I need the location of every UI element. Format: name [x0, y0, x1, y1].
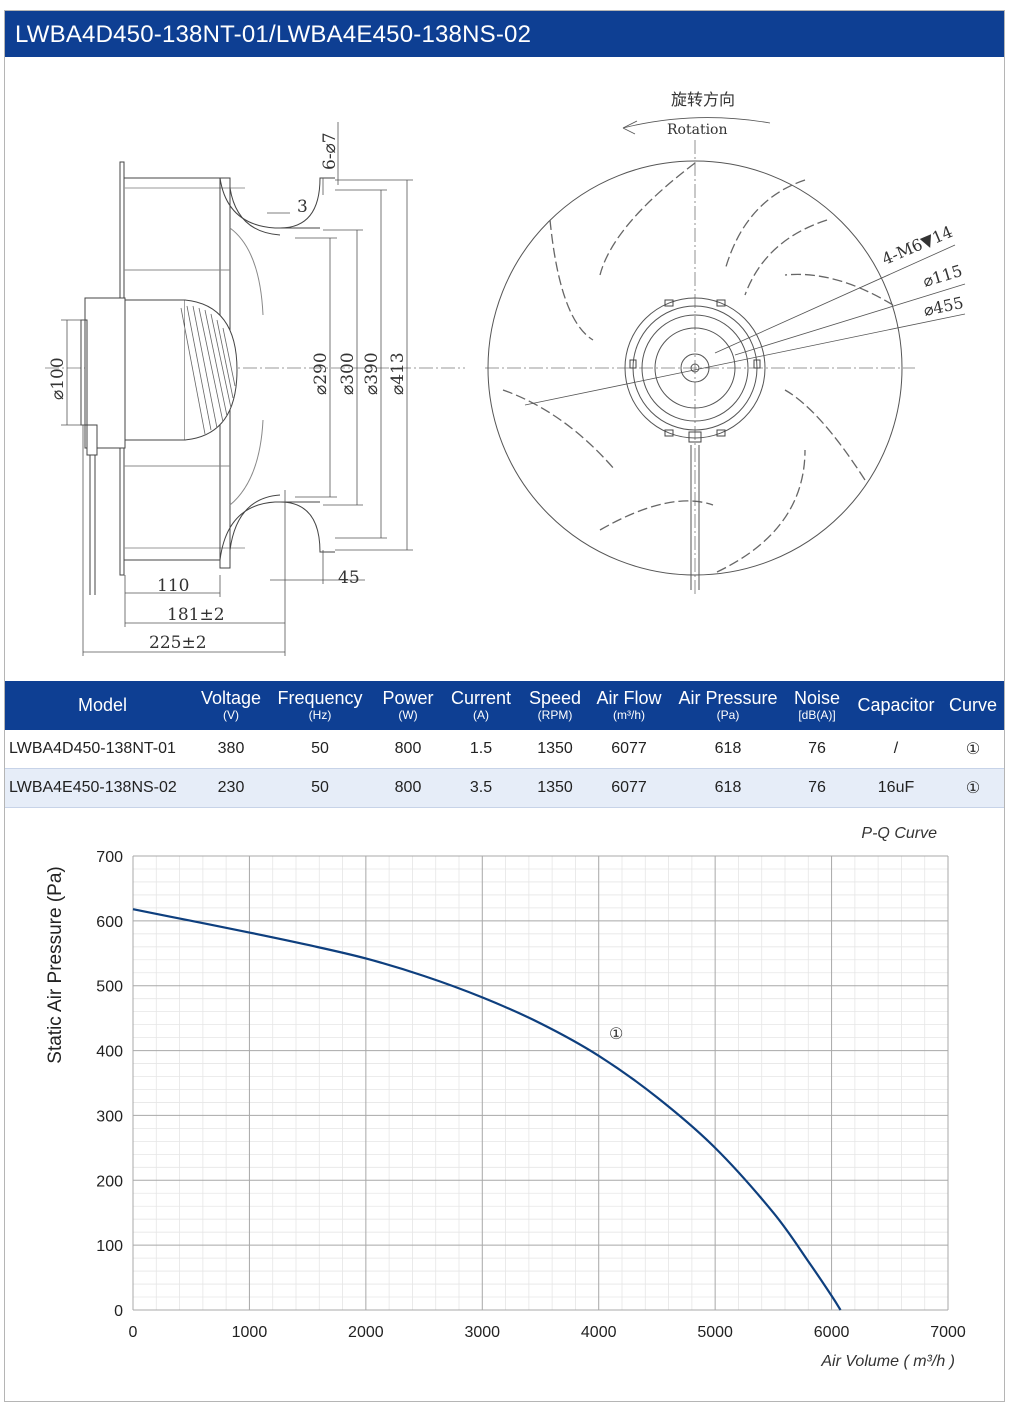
cell-model: LWBA4E450-138NS-02: [5, 768, 200, 808]
col-header: Model: [5, 681, 200, 730]
y-tick-label: 700: [96, 849, 123, 866]
chart-title: P-Q Curve: [861, 825, 937, 842]
x-tick-label: 4000: [581, 1324, 617, 1341]
cell-capacitor: /: [850, 730, 942, 769]
y-tick-label: 100: [96, 1238, 123, 1255]
dim-d390: ⌀390: [362, 352, 382, 395]
col-header: Curve: [942, 681, 1004, 730]
cell-airflow: 6077: [586, 768, 672, 808]
y-tick-label: 0: [114, 1303, 123, 1320]
dim-len181: 181±2: [167, 605, 225, 625]
dim-len45: 45: [338, 568, 360, 588]
title-bar: LWBA4D450-138NT-01/LWBA4E450-138NS-02: [5, 11, 1004, 57]
x-tick-label: 7000: [930, 1324, 966, 1341]
dim-d290: ⌀290: [311, 352, 331, 395]
curve-annotation: ①: [609, 1026, 623, 1043]
cell-pressure: 618: [672, 730, 784, 769]
dim-flange: 3: [297, 197, 308, 217]
x-tick-label: 2000: [348, 1324, 384, 1341]
cell-voltage: 380: [200, 730, 262, 769]
y-tick-labels: 0 100 200 300 400 500 600 700: [96, 849, 123, 1320]
side-view-labels: 6-⌀7 3 ⌀100 ⌀290 ⌀300 ⌀390 ⌀413 110 181±…: [48, 132, 408, 653]
dim-holes: 6-⌀7: [320, 132, 340, 170]
cell-capacitor: 16uF: [850, 768, 942, 808]
spec-table: Model Voltage(V) Frequency(Hz) Power(W) …: [5, 681, 1004, 808]
cell-pressure: 618: [672, 768, 784, 808]
dim-d100: ⌀100: [48, 357, 68, 400]
y-tick-label: 500: [96, 979, 123, 996]
rotation-en: Rotation: [667, 122, 728, 138]
x-tick-label: 0: [129, 1324, 138, 1341]
cell-noise: 76: [784, 768, 850, 808]
cell-frequency: 50: [262, 730, 378, 769]
x-tick-labels: 0 1000 2000 3000 4000 5000 6000 7000: [129, 1324, 966, 1341]
annotation-layer: ①: [609, 1026, 623, 1043]
cell-curve: ①: [942, 768, 1004, 808]
x-axis-label: Air Volume ( m³/h ): [820, 1353, 955, 1370]
table-header-row: Model Voltage(V) Frequency(Hz) Power(W) …: [5, 681, 1004, 730]
series-line: [132, 908, 842, 1311]
col-header: Voltage(V): [200, 681, 262, 730]
dim-d300: ⌀300: [338, 352, 358, 395]
grid-major: [132, 855, 949, 1311]
col-header: Noise[dB(A)]: [784, 681, 850, 730]
dim-len225: 225±2: [149, 633, 207, 653]
grid-minor: [133, 856, 948, 1310]
front-view: [485, 117, 966, 596]
col-header: Current(A): [438, 681, 524, 730]
y-tick-label: 200: [96, 1173, 123, 1190]
cell-power: 800: [378, 730, 438, 769]
y-tick-label: 400: [96, 1044, 123, 1061]
cell-speed: 1350: [524, 768, 586, 808]
cell-frequency: 50: [262, 768, 378, 808]
rotation-cn: 旋转方向: [671, 90, 735, 109]
col-header: Air Flow(m³/h): [586, 681, 672, 730]
front-view-labels: 旋转方向 Rotation 4-M6▼14 ⌀115 ⌀455: [667, 90, 965, 320]
cell-power: 800: [378, 768, 438, 808]
y-tick-label: 600: [96, 914, 123, 931]
col-header: Air Pressure(Pa): [672, 681, 784, 730]
page-title: LWBA4D450-138NT-01/LWBA4E450-138NS-02: [15, 21, 532, 48]
col-header: Speed(RPM): [524, 681, 586, 730]
cell-airflow: 6077: [586, 730, 672, 769]
cell-current: 1.5: [438, 730, 524, 769]
series-layer: [132, 908, 842, 1311]
cell-noise: 76: [784, 730, 850, 769]
col-header: Power(W): [378, 681, 438, 730]
cell-current: 3.5: [438, 768, 524, 808]
side-view: [45, 122, 465, 656]
x-tick-label: 3000: [464, 1324, 500, 1341]
dim-len110: 110: [157, 576, 189, 596]
col-header: Frequency(Hz): [262, 681, 378, 730]
technical-drawing: 6-⌀7 3 ⌀100 ⌀290 ⌀300 ⌀390 ⌀413 110 181±…: [45, 90, 966, 656]
col-header: Capacitor: [850, 681, 942, 730]
cell-model: LWBA4D450-138NT-01: [5, 730, 200, 769]
cell-speed: 1350: [524, 730, 586, 769]
pq-chart: 0 1000 2000 3000 4000 5000 6000 7000 0 100 200 300…: [45, 825, 966, 1370]
table-row: LWBA4E450-138NS-02 230 50 800 3.5 1350 6…: [5, 768, 1004, 808]
x-tick-label: 1000: [232, 1324, 268, 1341]
dim-d455: ⌀455: [922, 293, 965, 320]
dim-d413: ⌀413: [388, 352, 408, 395]
y-tick-label: 300: [96, 1108, 123, 1125]
cell-voltage: 230: [200, 768, 262, 808]
cell-curve: ①: [942, 730, 1004, 769]
y-axis-label: Static Air Pressure (Pa): [45, 866, 66, 1063]
x-tick-label: 5000: [697, 1324, 733, 1341]
table-row: LWBA4D450-138NT-01 380 50 800 1.5 1350 6…: [5, 730, 1004, 769]
x-tick-label: 6000: [814, 1324, 850, 1341]
